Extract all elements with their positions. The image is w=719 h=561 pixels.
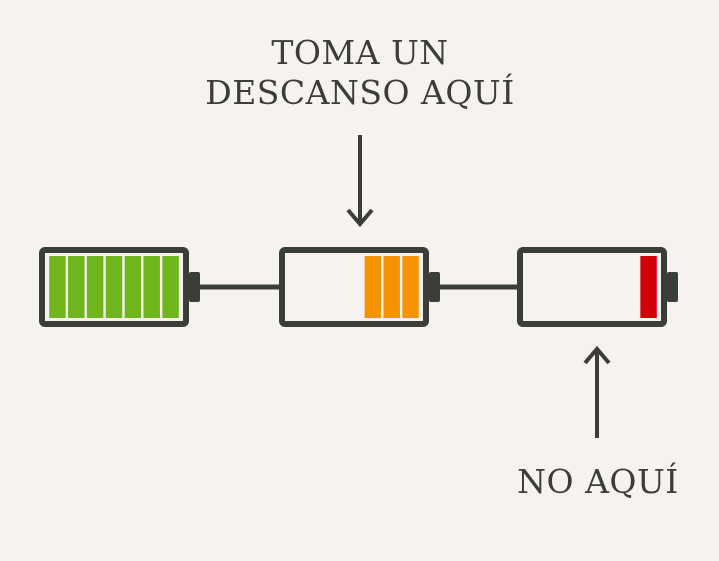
charge-bar: [124, 256, 142, 318]
arrow-down-icon: [346, 135, 374, 228]
battery-full-icon: [39, 247, 200, 327]
charge-bar: [68, 256, 85, 318]
charge-bar: [640, 256, 657, 318]
top-label-line2: DESCANSO AQUÍ: [205, 73, 515, 112]
charge-bar: [143, 256, 160, 318]
charge-bar: [49, 256, 66, 318]
battery-body: [517, 247, 667, 327]
charge-bar: [364, 256, 382, 318]
bottom-label: NO AQUÍ: [517, 462, 679, 501]
battery-terminal: [667, 272, 678, 302]
charge-bar: [162, 256, 179, 318]
battery-low-icon: [517, 247, 678, 327]
charge-bar: [383, 256, 400, 318]
battery-terminal: [189, 272, 200, 302]
top-label: TOMA UN DESCANSO AQUÍ: [180, 33, 540, 113]
arrow-up-icon: [583, 345, 611, 438]
charge-bar: [86, 256, 104, 318]
top-label-line1: TOMA UN: [271, 33, 449, 72]
battery-medium-icon: [279, 247, 440, 327]
charge-bar: [402, 256, 419, 318]
battery-terminal: [429, 272, 440, 302]
charge-bar: [105, 256, 123, 318]
